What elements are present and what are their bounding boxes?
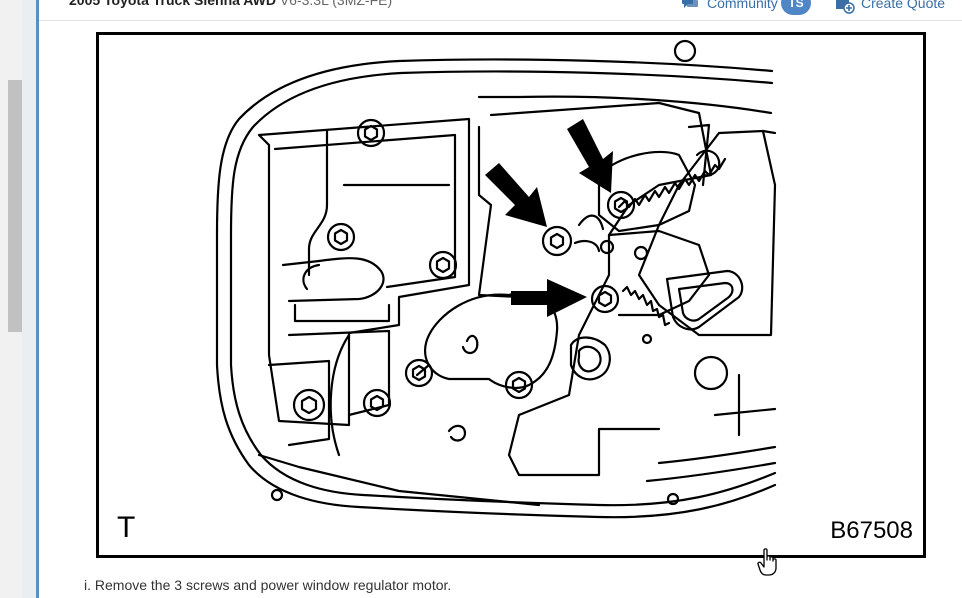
community-label: Community	[707, 0, 778, 11]
avatar[interactable]: TS	[781, 0, 811, 15]
screw-markers	[292, 118, 636, 422]
left-rail	[0, 0, 8, 598]
create-quote-label: Create Quote	[861, 0, 946, 11]
figure-code: B67508	[830, 517, 913, 544]
vehicle-header: 2005 Toyota Truck Sienna AWD V6-3.3L (3M…	[39, 0, 962, 21]
instruction-step: i. Remove the 3 screws and power window …	[84, 577, 452, 593]
vehicle-name: 2005 Toyota Truck Sienna AWD	[69, 0, 276, 8]
arrow-markers	[485, 119, 613, 317]
chat-bubbles-icon	[682, 0, 698, 8]
vehicle-title: 2005 Toyota Truck Sienna AWD V6-3.3L (3M…	[69, 0, 392, 8]
hand-cursor-icon	[757, 548, 777, 576]
create-quote-link[interactable]: Create Quote	[833, 0, 945, 14]
scrollbar-thumb[interactable]	[8, 80, 22, 332]
door-panel-drawing	[215, 39, 777, 519]
content-area: 2005 Toyota Truck Sienna AWD V6-3.3L (3M…	[39, 0, 962, 598]
panel-edge-accent	[36, 0, 39, 598]
vehicle-engine: V6-3.3L (3MZ-FE)	[279, 0, 393, 8]
community-link[interactable]: Community	[681, 0, 778, 14]
add-document-icon	[836, 0, 855, 14]
view-label: T	[117, 511, 136, 544]
panel-edge	[22, 0, 36, 598]
repair-diagram: T B67508	[96, 32, 926, 558]
